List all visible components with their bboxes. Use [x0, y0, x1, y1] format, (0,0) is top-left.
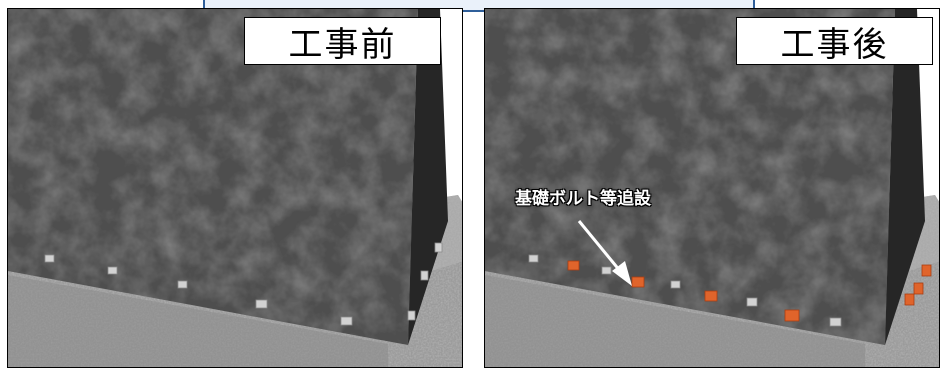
added-bolts — [567, 260, 932, 322]
after-illustration — [485, 9, 939, 367]
wall-side — [408, 9, 448, 345]
before-illustration — [8, 9, 462, 367]
annotation-text: 基礎ボルト等追設 — [515, 189, 651, 209]
annotation-arrow — [577, 220, 632, 286]
wall-side — [885, 9, 925, 345]
after-panel: 工事後 基礎ボルト等追設 — [484, 8, 940, 368]
before-panel: 工事前 — [7, 8, 463, 368]
existing-bolts — [528, 254, 842, 327]
after-label: 工事後 — [736, 17, 933, 65]
anchor-bolts — [44, 242, 443, 326]
before-label: 工事前 — [244, 17, 441, 65]
